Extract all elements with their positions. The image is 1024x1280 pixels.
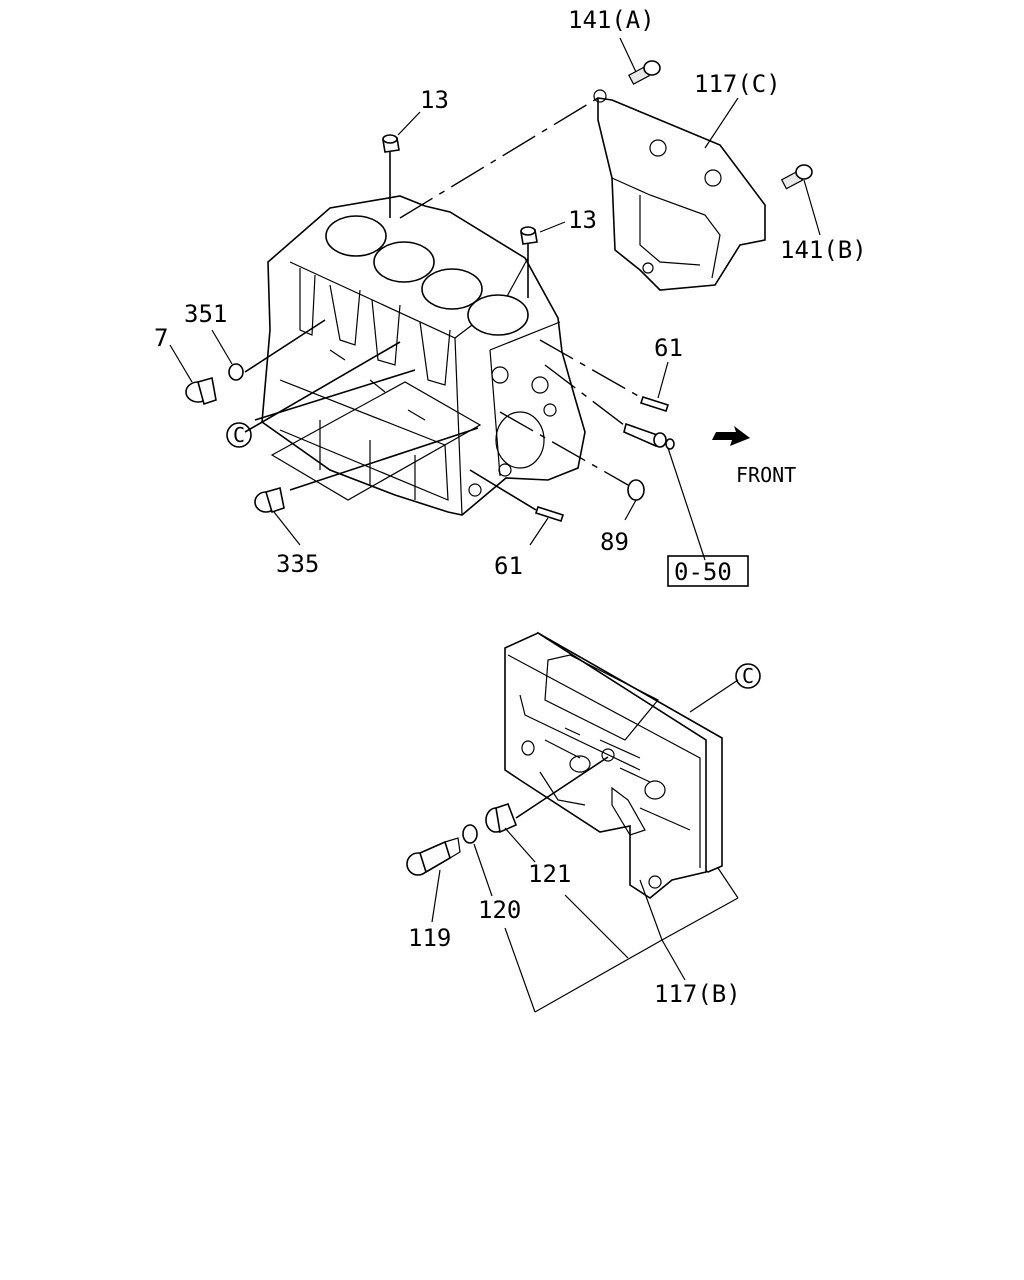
- label-7: 7: [154, 324, 168, 352]
- bolt-119: [406, 837, 461, 876]
- plug-7: [185, 376, 217, 406]
- label-61-bottom: 61: [494, 552, 523, 580]
- label-89: 89: [600, 528, 629, 556]
- ring-351: [228, 363, 244, 381]
- plug-13-top: [382, 134, 400, 153]
- dowel-61-bottom: [534, 505, 565, 523]
- label-335: 335: [276, 550, 319, 578]
- bolt-141a: [628, 60, 661, 85]
- seal-120: [462, 824, 478, 844]
- plug-335: [254, 486, 285, 514]
- label-141a: 141(A): [568, 6, 655, 34]
- label-121: 121: [528, 860, 571, 888]
- bolt-141b: [780, 164, 813, 190]
- label-117b: 117(B): [654, 980, 741, 1008]
- fitting-0-50: [623, 422, 675, 450]
- cylinder-block: [261, 195, 586, 516]
- plate-117c: [593, 89, 766, 291]
- dowel-61-right: [639, 395, 670, 413]
- sleeve-121: [485, 802, 518, 834]
- label-120: 120: [478, 896, 521, 924]
- label-front: FRONT: [736, 463, 796, 487]
- label-13-right: 13: [568, 206, 597, 234]
- plug-89: [627, 479, 645, 501]
- label-351: 351: [184, 300, 227, 328]
- callout-c-left-circle: [226, 422, 252, 448]
- label-141b: 141(B): [780, 236, 867, 264]
- reference-box: [667, 555, 749, 587]
- gallery-outline: [270, 381, 482, 501]
- label-119: 119: [408, 924, 451, 952]
- plate-117b: [504, 631, 723, 899]
- label-0-50: 0-50: [674, 558, 732, 586]
- label-61-right: 61: [654, 334, 683, 362]
- label-callout-c-left: C: [233, 423, 245, 447]
- label-callout-c-right: C: [742, 664, 754, 688]
- label-13-top: 13: [420, 86, 449, 114]
- callout-c-right-circle: [735, 663, 761, 689]
- plug-13-right: [520, 226, 538, 245]
- label-117c: 117(C): [694, 70, 781, 98]
- arrow-icon: [712, 426, 750, 446]
